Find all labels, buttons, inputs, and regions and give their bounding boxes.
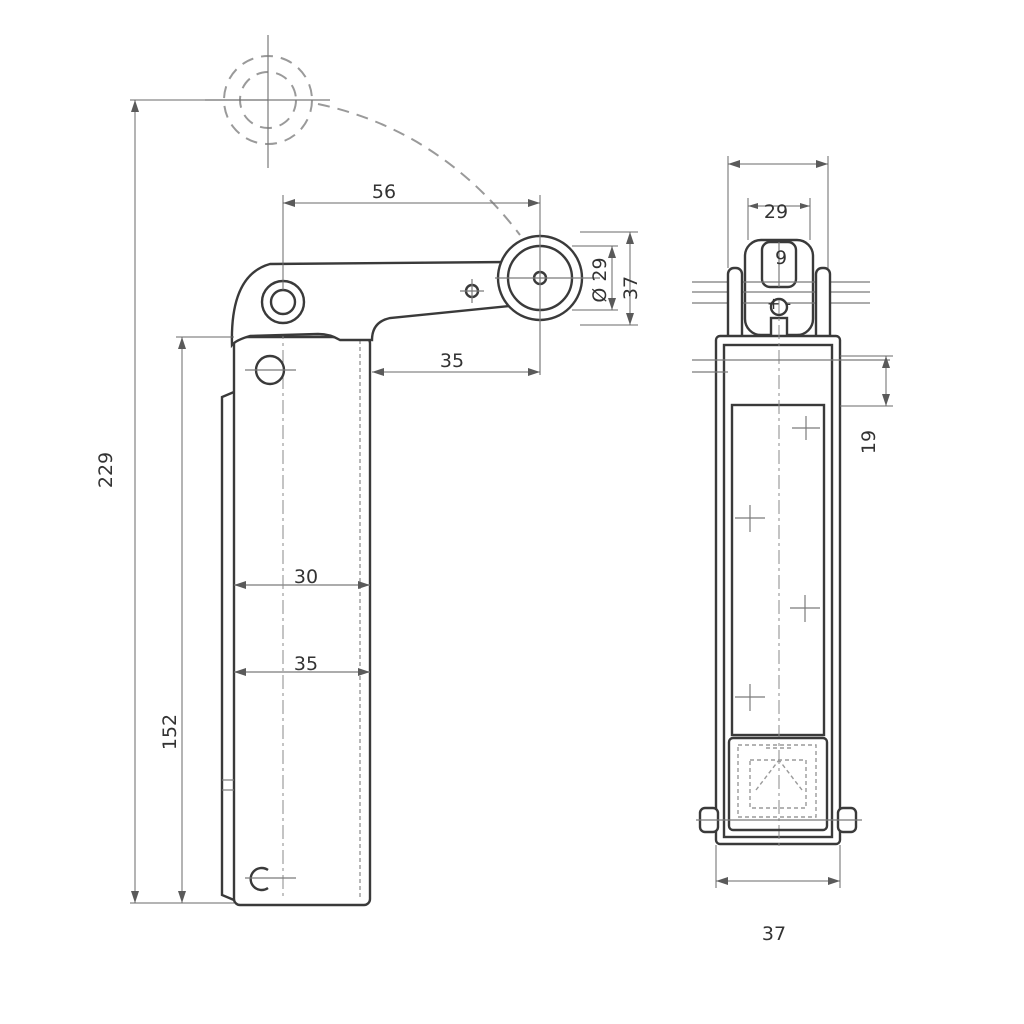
dim-label-229: 229 [95, 452, 117, 488]
dim-label-152: 152 [159, 714, 181, 750]
dimension-37-base: 37 [715, 845, 841, 945]
dim-label-37-roller: 37 [620, 276, 642, 300]
roller [495, 230, 600, 375]
dim-label-56: 56 [372, 181, 396, 203]
dim-label-37-base: 37 [762, 923, 786, 945]
dim-label-35-body: 35 [294, 653, 318, 675]
dimension-35-body: 35 [234, 653, 370, 676]
closer-body [220, 300, 372, 907]
dimension-29: 29 [747, 198, 811, 240]
dimension-35-arm: 35 [372, 350, 540, 376]
front-body [692, 300, 890, 850]
dimension-roller-37: 37 [580, 231, 642, 326]
dim-label-19: 19 [858, 430, 880, 454]
dimension-front-top [727, 156, 829, 268]
side-view: 229 152 56 35 [95, 35, 642, 907]
dimension-9: 9 [775, 247, 787, 269]
dimension-229: 229 [95, 99, 268, 904]
dimension-30: 30 [234, 566, 370, 589]
screw-markers [735, 416, 820, 711]
dim-label-30: 30 [294, 566, 318, 588]
phantom-roller [205, 35, 521, 236]
dimension-roller-diameter: Ø 29 [572, 245, 618, 311]
dimension-56: 56 [282, 181, 541, 290]
dim-label-35-arm: 35 [440, 350, 464, 372]
dimension-19: 19 [840, 355, 893, 454]
front-view: + - [692, 156, 893, 945]
dim-label-diameter-29: Ø 29 [589, 257, 611, 302]
dim-label-9: 9 [775, 247, 787, 269]
dim-label-29: 29 [764, 201, 788, 223]
dimension-152: 152 [159, 336, 234, 903]
